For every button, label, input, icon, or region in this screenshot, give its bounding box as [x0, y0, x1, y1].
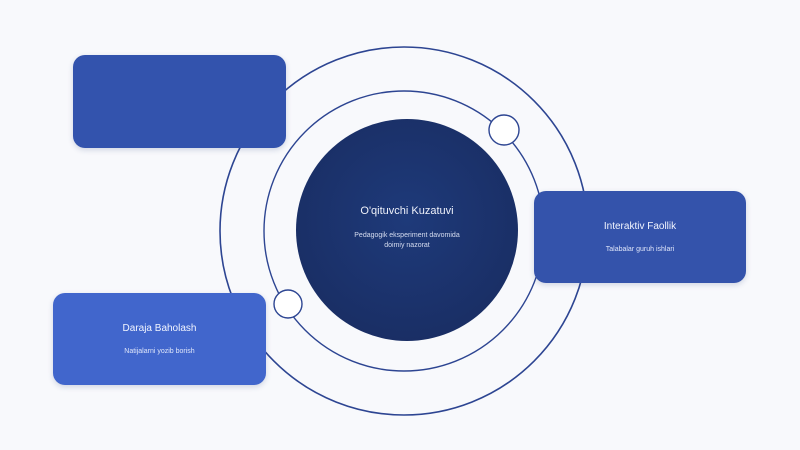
card-right-title: Interaktiv Faollik: [603, 221, 677, 232]
center-title: O'qituvchi Kuzatuvi: [360, 205, 454, 217]
orbit-node-top: [488, 114, 520, 146]
card-level-assessment: Daraja Baholash Natijalarni yozib borish: [53, 293, 266, 385]
card-interactive-activity: Interaktiv Faollik Talabalar guruh ishla…: [534, 191, 746, 283]
card-top-left: [73, 55, 286, 148]
center-circle: O'qituvchi Kuzatuvi Pedagogik eksperimen…: [296, 119, 518, 341]
center-subtitle: Pedagogik eksperiment davomida doimiy na…: [354, 232, 460, 249]
card-bottom-left-title: Daraja Baholash: [122, 323, 197, 334]
orbit-node-left: [273, 289, 303, 319]
card-bottom-left-subtitle: Natijalarni yozib borish: [124, 348, 195, 355]
card-right-subtitle: Talabalar guruh ishlari: [605, 246, 675, 253]
